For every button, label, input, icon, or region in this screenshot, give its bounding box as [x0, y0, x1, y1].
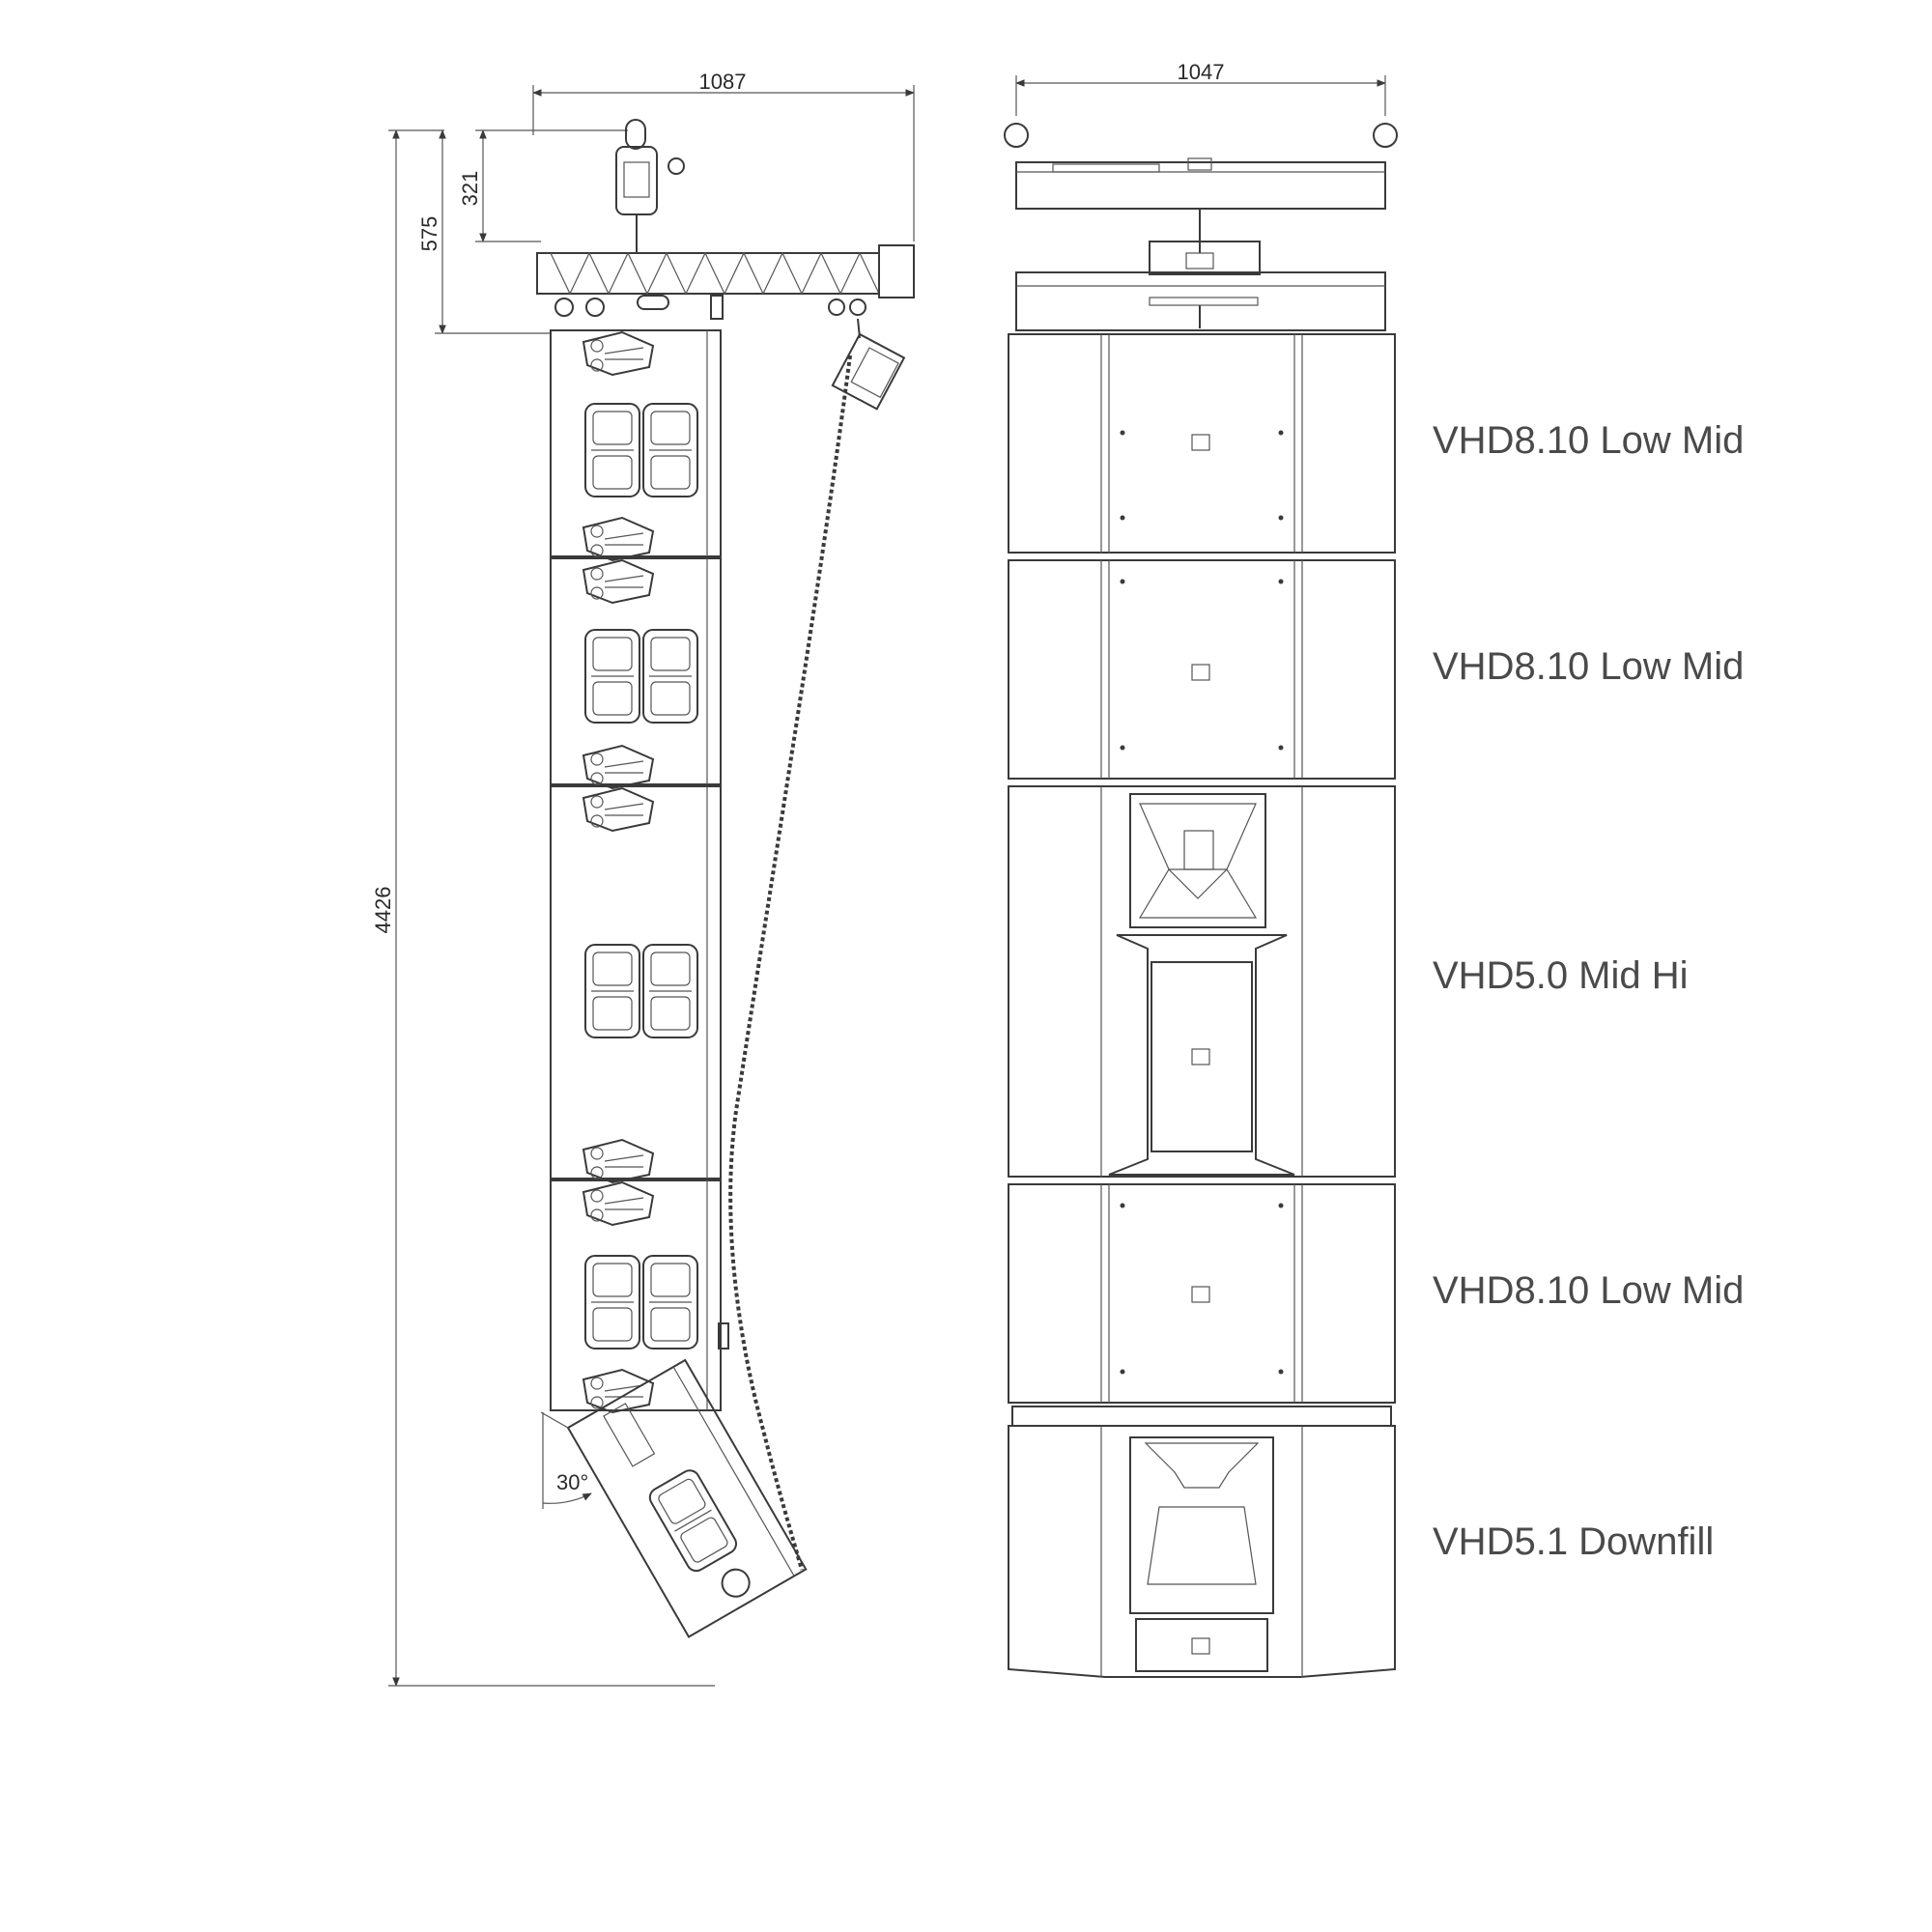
- dimension-1087: [532, 85, 915, 242]
- dimension-1047: [1015, 75, 1386, 116]
- module-label-4: VHD8.10 Low Mid: [1433, 1269, 1745, 1312]
- side-cabinet-3: [550, 785, 722, 1183]
- dimension-321: [475, 129, 628, 242]
- module-label-2: VHD8.10 Low Mid: [1433, 645, 1745, 688]
- module-label-3: VHD5.0 Mid Hi: [1433, 954, 1689, 997]
- side-view: 30°: [536, 119, 915, 1638]
- side-cabinet-2: [550, 557, 722, 789]
- side-cabinet-4: [550, 1179, 729, 1413]
- dim-321-text: 321: [458, 171, 482, 207]
- front-adaptor: [1011, 1406, 1392, 1427]
- side-bumper: [536, 244, 915, 320]
- dimension-575: [435, 129, 551, 334]
- chain: [728, 355, 852, 1571]
- module-label-1: VHD8.10 Low Mid: [1433, 419, 1745, 462]
- module-label-5: VHD5.1 Downfill: [1433, 1520, 1715, 1563]
- front-cabinet-2: [1008, 559, 1396, 780]
- front-cabinet-1: [1008, 333, 1396, 554]
- side-downfill-cabinet: [540, 1358, 808, 1638]
- front-cabinet-4: [1008, 1183, 1396, 1404]
- front-cabinet-5: [1008, 1425, 1396, 1678]
- pickup-shackle: [615, 119, 685, 253]
- dim-575-text: 575: [417, 216, 441, 252]
- dim-4426-text: 4426: [371, 887, 395, 934]
- chain-hoist: [831, 318, 906, 411]
- front-cabinet-3: [1008, 785, 1396, 1178]
- side-cabinet-1: [550, 329, 722, 561]
- angle-30-text: 30°: [556, 1470, 588, 1494]
- dim-1087-text: 1087: [699, 70, 747, 94]
- dim-1047-text: 1047: [1178, 60, 1225, 84]
- front-bumper: [1004, 123, 1398, 331]
- front-view: [1004, 123, 1398, 1678]
- dimension-4426: [388, 129, 715, 1687]
